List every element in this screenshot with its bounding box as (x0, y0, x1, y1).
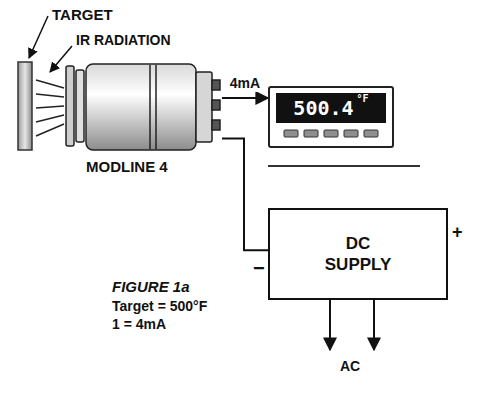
display-window: 500.4 °F (276, 93, 386, 123)
signal-wire (222, 139, 268, 251)
display-reading: 500.4 (293, 96, 353, 120)
figure-note: 1 = 4mA (112, 316, 166, 333)
sensor-illustration (66, 64, 220, 150)
device-name: MODLINE 4 (86, 158, 168, 175)
box-title: DC SUPPLY (323, 233, 393, 276)
part-label: TARGET (52, 6, 113, 24)
ac-lead (373, 300, 375, 350)
power-supply-box: DC SUPPLY (268, 208, 448, 300)
terminal-sign: + (452, 222, 463, 244)
target-leader (29, 16, 48, 58)
terminal-sign: − (253, 256, 265, 280)
separator-line (268, 165, 420, 167)
part-label: IR RADIATION (76, 32, 171, 49)
current-arrow (222, 97, 268, 99)
sensor-housing: MODLINE 4 (66, 62, 222, 152)
ac-lead (329, 300, 331, 350)
target-plate (18, 62, 32, 150)
signal-name: AC (340, 358, 360, 375)
display-buttons (284, 130, 378, 137)
ir-rays (36, 80, 64, 136)
panel-display: 500.4 °F (268, 86, 394, 148)
figure-caption: FIGURE 1a (112, 278, 190, 296)
signal-label: 4mA (228, 75, 262, 92)
figure-note: Target = 500°F (112, 298, 207, 315)
display-unit: °F (357, 93, 369, 104)
